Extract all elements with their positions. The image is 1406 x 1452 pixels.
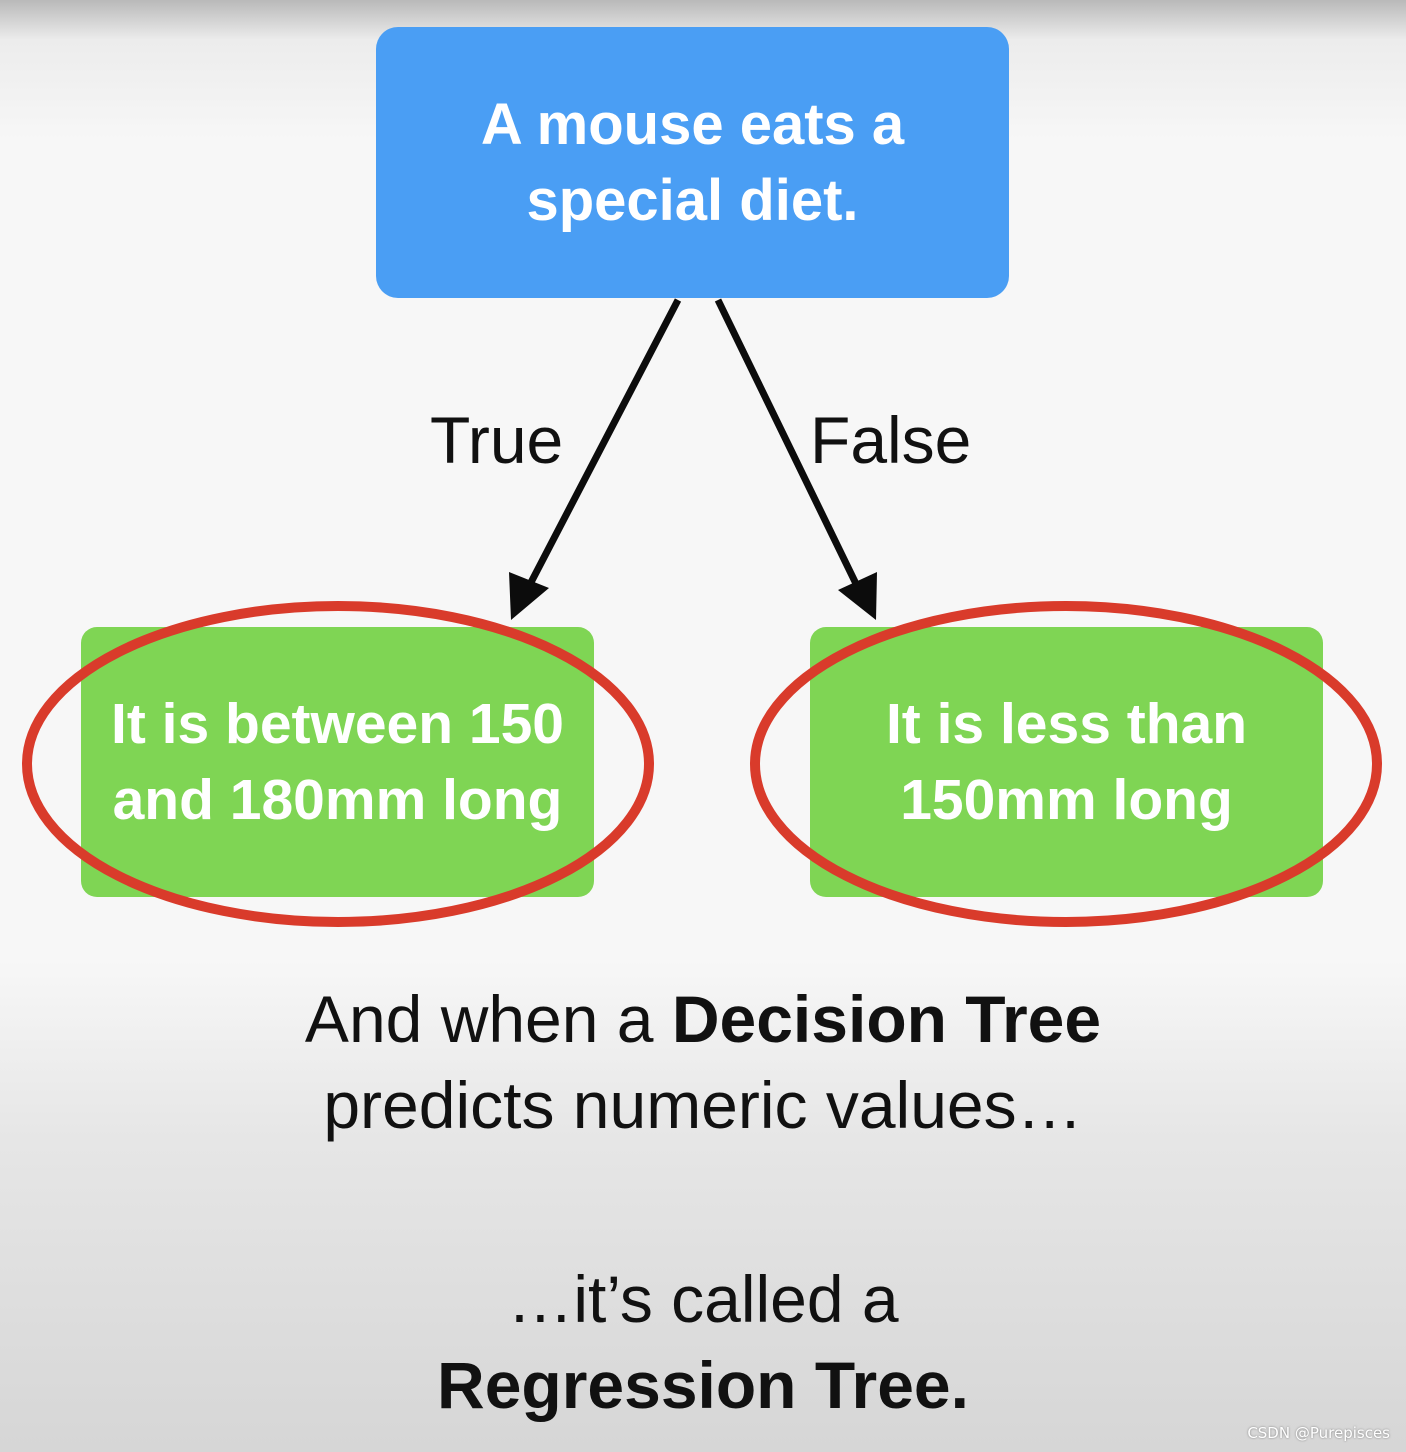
leaf-right-label: It is less than 150mm long: [885, 692, 1248, 832]
caption-1-plain: And when a: [304, 982, 672, 1056]
caption-decision-tree: And when a Decision Tree predicts numeri…: [0, 976, 1406, 1148]
caption-1-line-1: And when a Decision Tree: [0, 976, 1406, 1062]
false-branch-label: False: [810, 403, 972, 477]
watermark: CSDN @Purepisces: [1247, 1424, 1390, 1442]
leaf-node-right: It is less than 150mm long: [810, 627, 1323, 897]
root-decision-node: A mouse eats a special diet.: [376, 27, 1009, 298]
leaf-node-left: It is between 150 and 180mm long: [81, 627, 594, 897]
caption-1-bold: Decision Tree: [671, 982, 1102, 1056]
caption-2-line-2: Regression Tree.: [0, 1342, 1406, 1428]
caption-2-bold: Regression Tree.: [437, 1348, 969, 1422]
leaf-left-label: It is between 150 and 180mm long: [110, 692, 565, 832]
root-node-label: A mouse eats a special diet.: [480, 91, 905, 233]
caption-regression-tree: …it’s called a Regression Tree.: [0, 1256, 1406, 1428]
caption-1-line-2: predicts numeric values…: [323, 1068, 1083, 1142]
true-branch-label: True: [430, 403, 564, 477]
caption-2-line-1: …it’s called a: [507, 1262, 899, 1336]
